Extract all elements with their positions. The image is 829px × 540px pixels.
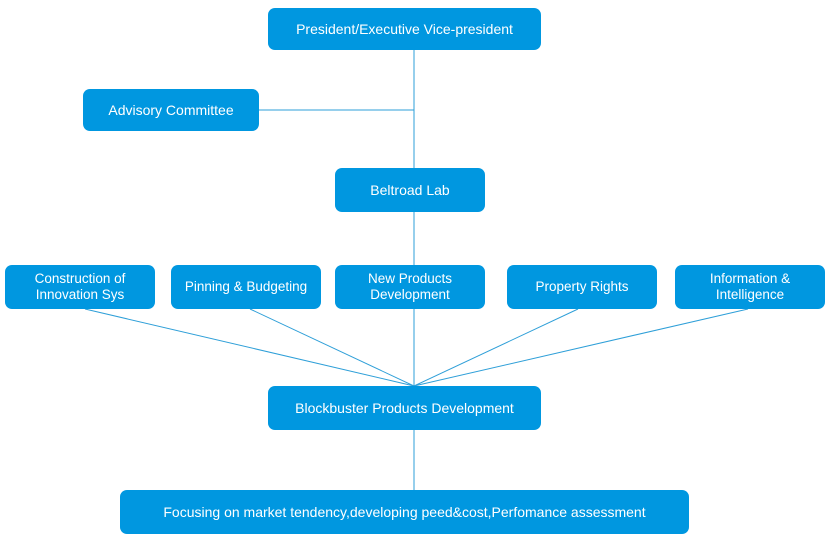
- construction-innovation-node[interactable]: Construction of Innovation Sys: [5, 265, 155, 309]
- link-information-blockbuster-line: [413, 308, 749, 387]
- information-intelligence-node[interactable]: Information & Intelligence: [675, 265, 825, 309]
- advisory-committee-node[interactable]: Advisory Committee: [83, 89, 259, 131]
- pinning-budgeting-node[interactable]: Pinning & Budgeting: [171, 265, 321, 309]
- link-construction-blockbuster-line: [84, 308, 415, 387]
- focusing-assessment-node[interactable]: Focusing on market tendency,developing p…: [120, 490, 689, 534]
- blockbuster-products-node[interactable]: Blockbuster Products Development: [268, 386, 541, 430]
- beltroad-lab-node[interactable]: Beltroad Lab: [335, 168, 485, 212]
- link-property-blockbuster-line: [413, 308, 579, 387]
- president-node[interactable]: President/Executive Vice-president: [268, 8, 541, 50]
- new-products-development-node[interactable]: New Products Development: [335, 265, 485, 309]
- property-rights-node[interactable]: Property Rights: [507, 265, 657, 309]
- link-pinning-blockbuster-line: [249, 308, 415, 387]
